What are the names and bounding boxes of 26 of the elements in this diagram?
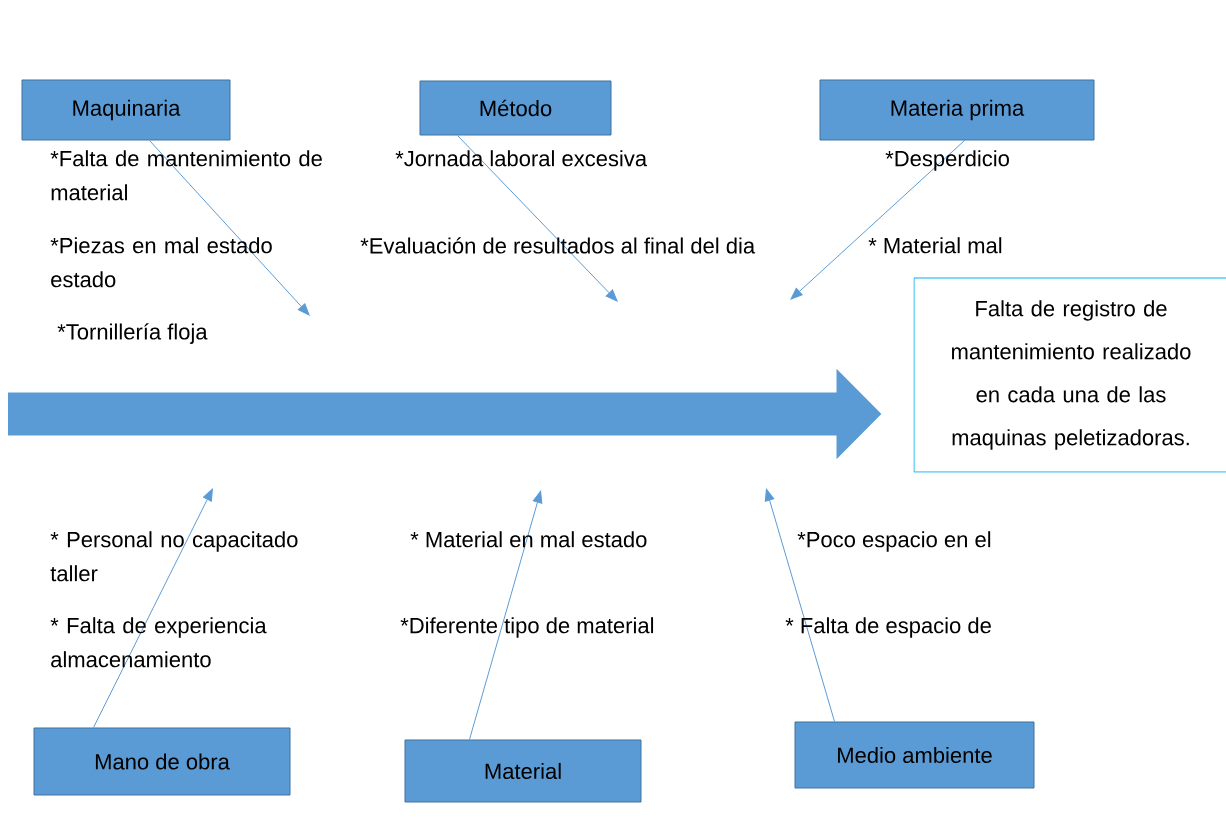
category-box: Maquinaria xyxy=(21,79,231,141)
cause-text: *Poco espacio en el xyxy=(797,531,991,552)
category-box: Materia prima xyxy=(819,79,1095,141)
arrow xyxy=(93,488,213,728)
arrow xyxy=(469,490,543,740)
cause-text: *Tornillería floja xyxy=(57,323,208,344)
cause-text: * Material mal xyxy=(868,237,1002,254)
cause-text: * Falta de experiencia almacenamiento xyxy=(50,617,267,668)
arrow xyxy=(764,488,835,722)
arrow xyxy=(790,140,965,300)
category-box: Método xyxy=(419,80,612,136)
arrow xyxy=(457,135,618,302)
cause-text: *Desperdicio xyxy=(885,150,1009,171)
cause-text: *Falta de mantenimiento de material xyxy=(50,150,322,201)
cause-text: *Jornada laboral excesiva xyxy=(395,150,648,167)
cause-text: *Piezas en mal estado estado xyxy=(50,237,272,288)
cause-text: * Material en mal estado xyxy=(410,531,647,548)
category-box: Medio ambiente xyxy=(794,721,1035,789)
cause-text: *Evaluación de resultados al final del dia xyxy=(360,237,756,254)
arrow xyxy=(149,140,310,316)
cause-text: *Diferente tipo de material xyxy=(400,617,654,638)
category-box: Mano de obra xyxy=(33,727,291,796)
cause-text: * Falta de espacio de xyxy=(785,617,991,638)
cause-text: * Personal no capacitado taller xyxy=(50,531,298,582)
category-box: Material xyxy=(404,739,642,803)
effect-box: Falta de registro de mantenimiento realizado en cada una de las maquinas peletizadoras. xyxy=(913,277,1226,473)
